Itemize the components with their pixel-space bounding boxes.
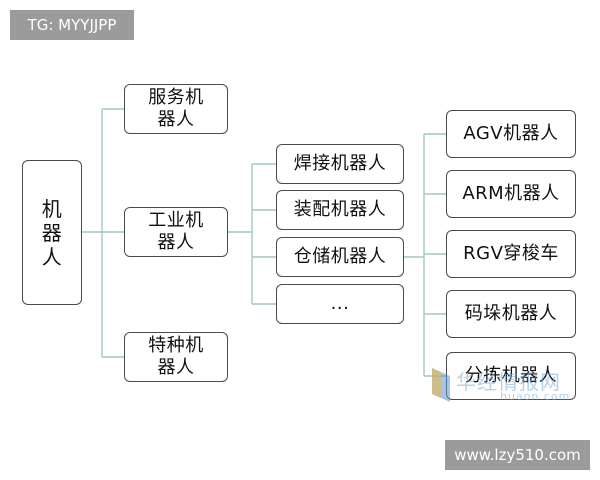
node-service-robot: 服务机 器人 [124,84,228,134]
node-more-ellipsis: ... [276,284,404,324]
node-welding-robot: 焊接机器人 [276,144,404,184]
node-rgv-shuttle-label: RGV穿梭车 [463,243,559,265]
watermark-logo-icon [432,368,450,402]
connector-storage-to-level3 [404,133,446,377]
node-assembly-robot: 装配机器人 [276,190,404,230]
node-palletizing-robot-label: 码垛机器人 [464,303,558,325]
watermark-site-badge: www.lzy510.com [445,440,590,470]
watermark-tg-text: TG: MYYJJPP [27,16,117,34]
node-industrial-robot-label: 工业机 器人 [148,210,204,253]
watermark-overlay-cn: 华经情报网 [456,370,561,394]
node-agv-robot: AGV机器人 [446,110,576,158]
node-more-ellipsis-label: ... [330,293,350,315]
node-special-robot-label: 特种机 器人 [148,335,204,378]
connector-root-to-level1 [82,108,124,358]
node-agv-robot-label: AGV机器人 [463,123,559,145]
node-robot-root-label: 机 器 人 [41,196,63,269]
watermark-site-text: www.lzy510.com [454,446,581,464]
node-rgv-shuttle: RGV穿梭车 [446,230,576,278]
node-sorting-robot-label: 分拣机器人 [464,365,558,387]
watermark-tg-badge: TG: MYYJJPP [10,10,134,40]
node-arm-robot: ARM机器人 [446,170,576,218]
node-palletizing-robot: 码垛机器人 [446,290,576,338]
connector-industrial-to-level2 [228,163,276,305]
node-special-robot: 特种机 器人 [124,332,228,382]
overlay-watermark: 华经情报网 huaon.com [432,366,592,406]
node-assembly-robot-label: 装配机器人 [293,199,387,221]
watermark-overlay-en: huaon.com [500,390,571,403]
node-robot-root: 机 器 人 [22,160,82,305]
node-storage-robot-label: 仓储机器人 [293,246,387,268]
node-arm-robot-label: ARM机器人 [462,183,560,205]
node-industrial-robot: 工业机 器人 [124,207,228,257]
node-storage-robot: 仓储机器人 [276,237,404,277]
node-welding-robot-label: 焊接机器人 [293,153,387,175]
node-service-robot-label: 服务机 器人 [148,87,204,130]
